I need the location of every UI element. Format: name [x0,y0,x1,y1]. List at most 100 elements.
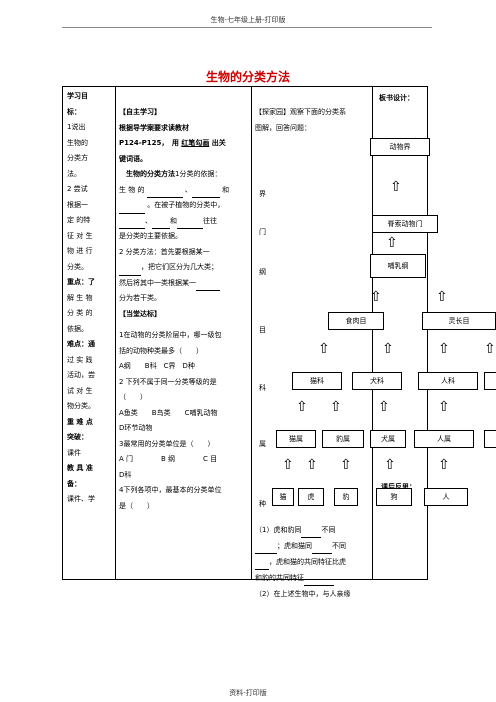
question-line: 4下列各项中，最基本的分类单位 [119,486,222,494]
objectives-column: 学习目 标： 1说出 生物的 分类方 法。 2 尝试 根据一 定 的特 征 对 … [67,89,113,508]
species-box: 虎 [298,488,324,506]
col1-line: 解 生 物 [67,293,93,302]
column-divider [251,87,252,579]
explore-intro: 【探家园】观察下面的分类系 图解，回答问题： [255,105,370,136]
question-line: A纲 B科 C界 D种 [119,362,195,370]
kingdom-box: 动物界 [370,138,430,156]
blank-line: 、和往往 [119,214,249,229]
col1-line: 学习目 [67,92,88,100]
genus-box: 人属 [414,430,474,448]
col1-line: 2 尝试 [67,185,88,193]
page-footer: 资料-打印版 [229,689,267,697]
col1-line: 标： [67,107,81,116]
rank-label: 属 [259,440,266,448]
up-arrow-icon: ⇧ [330,399,342,415]
col1-line: 物 进 行 [67,247,93,255]
col1-line: 分 类 的 [67,309,93,317]
col1-line: 根据一 [67,200,88,209]
up-arrow-icon: ⇧ [438,341,450,357]
species-box: 狗 [376,488,412,506]
family-box: 人科 [418,372,478,390]
up-arrow-icon: ⇧ [384,457,396,473]
header-rule [62,27,432,28]
up-arrow-icon: ⇧ [386,235,398,251]
up-arrow-icon: ⇧ [378,399,390,415]
col1-line: 活动，尝 [67,371,95,379]
genus-box: 犬属 [370,430,406,448]
practice-heading: 【当堂达标】 [119,309,161,318]
blank-line: 。在被子植物的分类中， [119,198,249,214]
method-line: 生物的分类方法1分类的依据： [126,170,222,178]
col1-line: 1说出 [67,123,86,131]
column-divider [372,87,373,579]
genus-box: 猫属 [276,430,316,448]
question-line: 2 下列不属于同一分类等级的是 [119,377,217,386]
question-line: D科 [119,470,132,479]
explore-line: 和豹的共同特征 [255,570,370,586]
lesson-table: 学习目 标： 1说出 生物的 分类方 法。 2 尝试 根据一 定 的特 征 对 … [62,86,428,598]
explore-line: ；虎和猫同不同 [255,538,370,554]
column-divider [115,87,116,579]
up-arrow-icon: ⇧ [296,399,308,415]
question-line: D环节动物 [119,424,153,432]
col1-line: 重点：了 [67,278,95,286]
explore-line: 图解，回答问题： [255,123,311,132]
col1-line: 征 对 生 [67,231,93,240]
blank-line: 生 物 的 、 和 [119,183,249,198]
col1-line: 分类方 [67,154,88,162]
question-line: 括的动物种类最多（ ） [119,346,203,355]
study-column: 【自主学习】 根据导学案要求读教材 P124-P125， 用 红笔勾画 出关 键… [119,105,249,514]
up-arrow-icon: ⇧ [484,341,496,357]
up-arrow-icon: ⇧ [282,457,294,473]
question-line: 1在动物的分类阶层中，哪一级包 [119,331,222,339]
explore-line: 【探家园】观察下面的分类系 [255,108,346,116]
class-box: 哺乳纲 [370,254,426,278]
up-arrow-icon: ⇧ [340,457,352,473]
read-instruction-3: 键词语。 [119,154,147,163]
col1-line: 难点：通 [67,340,95,348]
col1-line: 法。 [67,169,81,178]
rank-label: 种 [259,500,266,508]
after-class-reflection-label: 课后反思： [381,483,416,491]
read-instruction: 根据导学案要求读教材 [119,123,189,132]
page-title: 生物的分类方法 [205,70,290,84]
col1-line: 重 难 点 [67,417,93,426]
col1-line: 分类。 [67,262,88,271]
blank-line: 是分类的主要依据。 [119,232,182,240]
board-design-label: 板书设计： [379,94,414,102]
col1-line: 课件、学 [67,495,95,503]
species-box: 人 [424,488,468,506]
col1-line: 备： [67,479,81,488]
up-arrow-icon: ⇧ [436,289,448,305]
read-instruction-2: P124-P125， 用 红笔勾画 出关 [119,139,226,147]
col1-line: 物分类。 [67,402,95,410]
col1-line: 课件 [67,448,81,457]
family-box: 犬科 [352,372,402,390]
col1-line: 定 的特 [67,216,91,224]
question-line: A鱼类 B鸟类 C哺乳动物 [119,408,218,417]
up-arrow-icon: ⇧ [382,341,394,357]
col1-line: 教 具 准 [67,464,93,472]
rank-label: 纲 [259,268,266,276]
family-box: 猫科 [292,372,342,390]
explore-line: ，虎和猫的共同特征比虎 [255,554,370,570]
col1-line: 试 对 生 [67,386,93,395]
rank-label: 界 [259,190,266,198]
blank-line: 2 分类方法：首先要根据某一 [119,247,210,256]
up-arrow-icon: ⇧ [438,399,450,415]
up-arrow-icon: ⇧ [306,457,318,473]
rank-label: 科 [259,384,266,392]
col1-line: 突破： [67,433,88,441]
question-line: 是（ ） [119,501,154,510]
family-box-partial [484,372,496,390]
up-arrow-icon: ⇧ [370,289,382,305]
question-line: 3最常用的分类单位是（ ） [119,439,215,448]
blank-line: 然后将其中一类根据某一 [119,276,249,291]
explore-line: （2）在上述生物中，与人亲缘 [255,590,351,598]
explore-line: （1）虎和豹同不同 [255,522,370,538]
genus-box-partial [484,430,496,448]
col1-line: 过 实 践 [67,355,93,364]
species-box: 豹 [334,488,358,506]
col1-line: 依据。 [67,324,88,333]
rank-label: 目 [259,326,266,334]
